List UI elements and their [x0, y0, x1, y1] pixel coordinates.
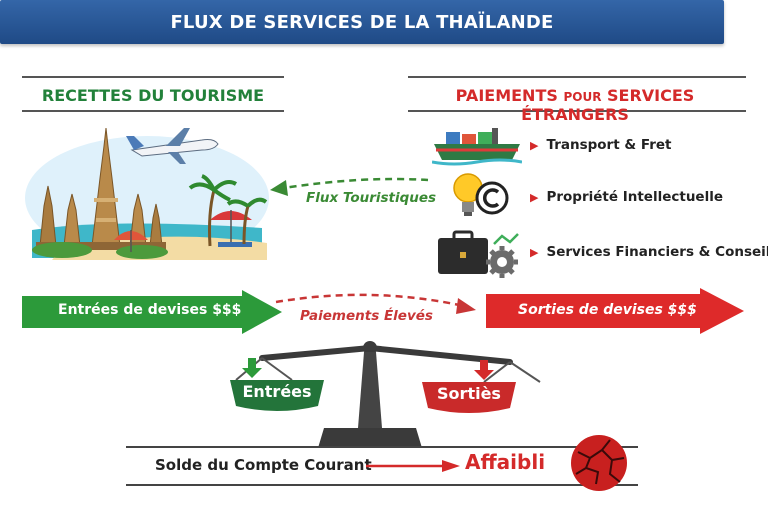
cargo-ship-icon	[432, 128, 522, 166]
service-item-financial: ▶ Services Financiers & Conseils	[530, 244, 768, 260]
weakened-status: Affaibli	[465, 450, 546, 474]
service-label: Propriété Intellectuelle	[546, 189, 723, 205]
right-title-bottom-rule	[408, 110, 746, 112]
cracked-red-circle-icon	[571, 435, 627, 491]
foreign-payments-title: PAIEMENTS POUR SERVICES ÉTRANGERS	[405, 86, 745, 124]
current-account-label: Solde du Compte Courant	[155, 456, 372, 474]
service-label: Services Financiers & Conseils	[546, 244, 768, 260]
high-payments-label: Paiements Élevés	[300, 308, 433, 324]
balance-bottom-rule	[126, 484, 638, 486]
red-bullet-icon: ▶	[530, 190, 539, 204]
tourist-flow-label: Flux Touristiques	[306, 190, 437, 206]
service-label: Transport & Fret	[546, 137, 672, 153]
balance-arrow	[366, 460, 460, 472]
title-banner: FLUX DE SERVICES DE LA THAÏLANDE	[0, 0, 724, 44]
page-title: FLUX DE SERVICES DE LA THAÏLANDE	[170, 11, 554, 33]
lightbulb-copyright-icon	[453, 173, 509, 216]
title-part-1: PAIEMENTS	[455, 86, 558, 105]
balance-scale	[230, 341, 541, 448]
inflow-arrow	[22, 290, 282, 334]
service-item-transport: ▶ Transport & Fret	[530, 137, 671, 153]
inflow-label: Entrées de devises $$$	[58, 302, 242, 318]
temple-beach-illustration	[25, 127, 269, 260]
service-item-ip: ▶ Propriété Intellectuelle	[530, 189, 723, 205]
red-bullet-icon: ▶	[530, 245, 539, 259]
inflows-pan-label: Entrées	[242, 382, 312, 401]
title-part-2: SERVICES ÉTRANGERS	[521, 86, 695, 124]
outflows-pan-label: Sortiès	[437, 384, 501, 403]
outflow-label: Sorties de devises $$$	[518, 302, 697, 318]
right-title-top-rule	[408, 76, 746, 78]
outflow-arrow	[486, 288, 744, 334]
briefcase-gear-icon	[438, 230, 519, 278]
title-part-small: POUR	[563, 90, 602, 104]
balance-top-rule	[126, 446, 638, 448]
tourist-flow-arrow	[270, 177, 429, 196]
left-title-top-rule	[22, 76, 284, 78]
red-bullet-icon: ▶	[530, 138, 539, 152]
tourism-receipts-title: RECETTES DU TOURISME	[41, 86, 265, 105]
high-payments-arrow	[275, 293, 476, 314]
left-title-bottom-rule	[22, 110, 284, 112]
